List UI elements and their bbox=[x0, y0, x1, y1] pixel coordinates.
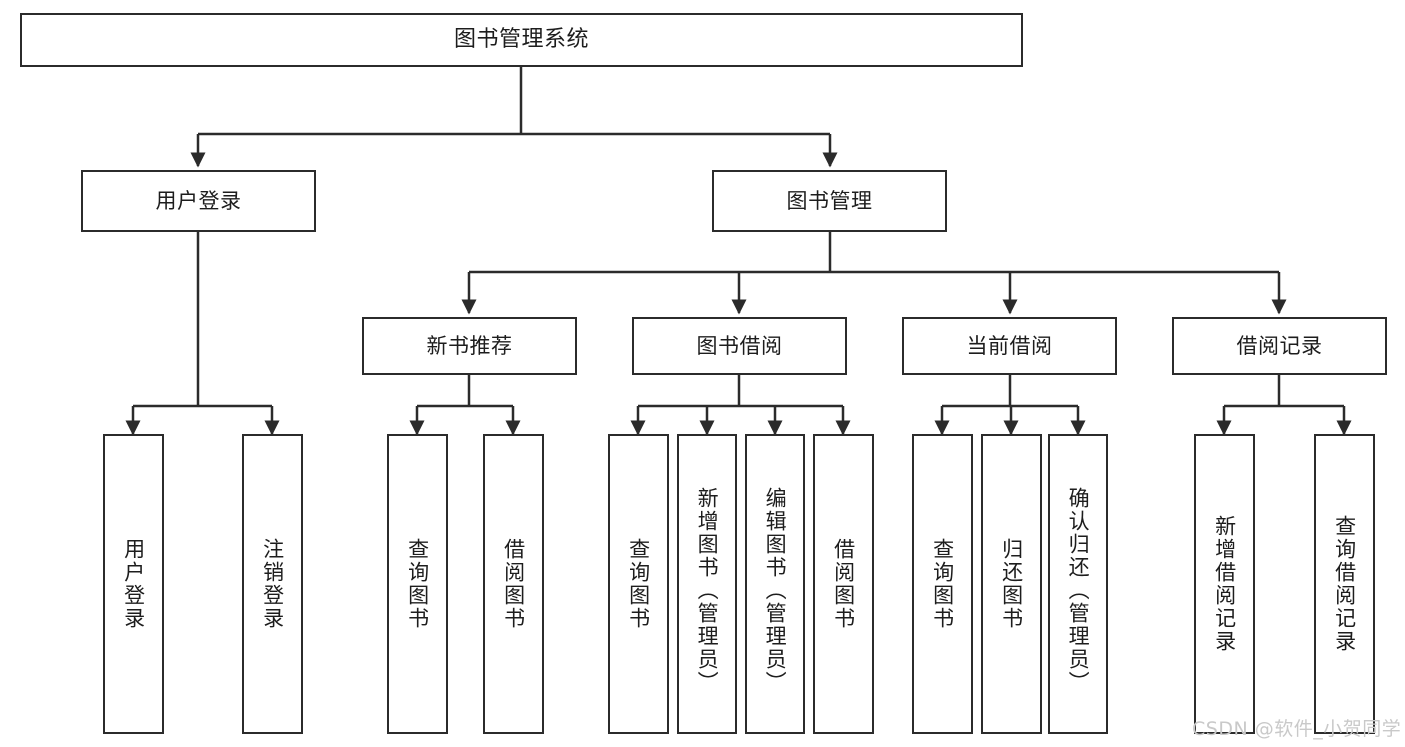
csdn-watermark: CSDN @软件_小贺同学 bbox=[1192, 718, 1402, 740]
leaf-return-book[interactable]: 归还图书 bbox=[981, 434, 1042, 734]
node-label: 用户登录 bbox=[121, 538, 146, 630]
leaf-add-book[interactable]: 新增图书（管理员） bbox=[677, 434, 737, 734]
node-label: 编辑图书（管理员） bbox=[763, 486, 788, 694]
node-label: 当前借阅 bbox=[966, 333, 1053, 358]
node-label: 新增借阅记录 bbox=[1212, 515, 1237, 653]
node-label: 图书管理系统 bbox=[453, 27, 589, 53]
node-label: 新书推荐 bbox=[426, 333, 513, 358]
node-label: 归还图书 bbox=[999, 538, 1024, 630]
leaf-user-login[interactable]: 用户登录 bbox=[103, 434, 164, 734]
leaf-query-book-current[interactable]: 查询图书 bbox=[912, 434, 973, 734]
node-label: 用户登录 bbox=[155, 188, 242, 213]
leaf-borrow-book[interactable]: 借阅图书 bbox=[813, 434, 874, 734]
node-borrow-record[interactable]: 借阅记录 bbox=[1172, 317, 1387, 375]
leaf-borrow-book-recommend[interactable]: 借阅图书 bbox=[483, 434, 544, 734]
node-label: 确认归还（管理员） bbox=[1066, 486, 1091, 694]
leaf-logout-login[interactable]: 注销登录 bbox=[242, 434, 303, 734]
node-label: 查询图书 bbox=[405, 538, 430, 630]
node-book-borrow[interactable]: 图书借阅 bbox=[632, 317, 847, 375]
node-root-book-management-system[interactable]: 图书管理系统 bbox=[20, 13, 1023, 67]
node-label: 借阅图书 bbox=[501, 538, 526, 630]
node-label: 查询图书 bbox=[626, 538, 651, 630]
leaf-query-book-recommend[interactable]: 查询图书 bbox=[387, 434, 448, 734]
node-label: 查询图书 bbox=[930, 538, 955, 630]
node-current-borrow[interactable]: 当前借阅 bbox=[902, 317, 1117, 375]
node-label: 查询借阅记录 bbox=[1332, 515, 1357, 653]
node-label: 图书借阅 bbox=[696, 333, 783, 358]
node-label: 新增图书（管理员） bbox=[695, 486, 720, 694]
node-book-manage[interactable]: 图书管理 bbox=[712, 170, 947, 232]
leaf-confirm-return[interactable]: 确认归还（管理员） bbox=[1048, 434, 1108, 734]
node-label: 借阅图书 bbox=[831, 538, 856, 630]
node-user-login[interactable]: 用户登录 bbox=[81, 170, 316, 232]
leaf-query-book-borrow[interactable]: 查询图书 bbox=[608, 434, 669, 734]
leaf-query-borrow-record[interactable]: 查询借阅记录 bbox=[1314, 434, 1375, 734]
node-label: 注销登录 bbox=[260, 538, 285, 630]
node-label: 图书管理 bbox=[786, 188, 873, 213]
node-label: 借阅记录 bbox=[1236, 333, 1323, 358]
node-new-book-recommend[interactable]: 新书推荐 bbox=[362, 317, 577, 375]
leaf-add-borrow-record[interactable]: 新增借阅记录 bbox=[1194, 434, 1255, 734]
leaf-edit-book[interactable]: 编辑图书（管理员） bbox=[745, 434, 805, 734]
